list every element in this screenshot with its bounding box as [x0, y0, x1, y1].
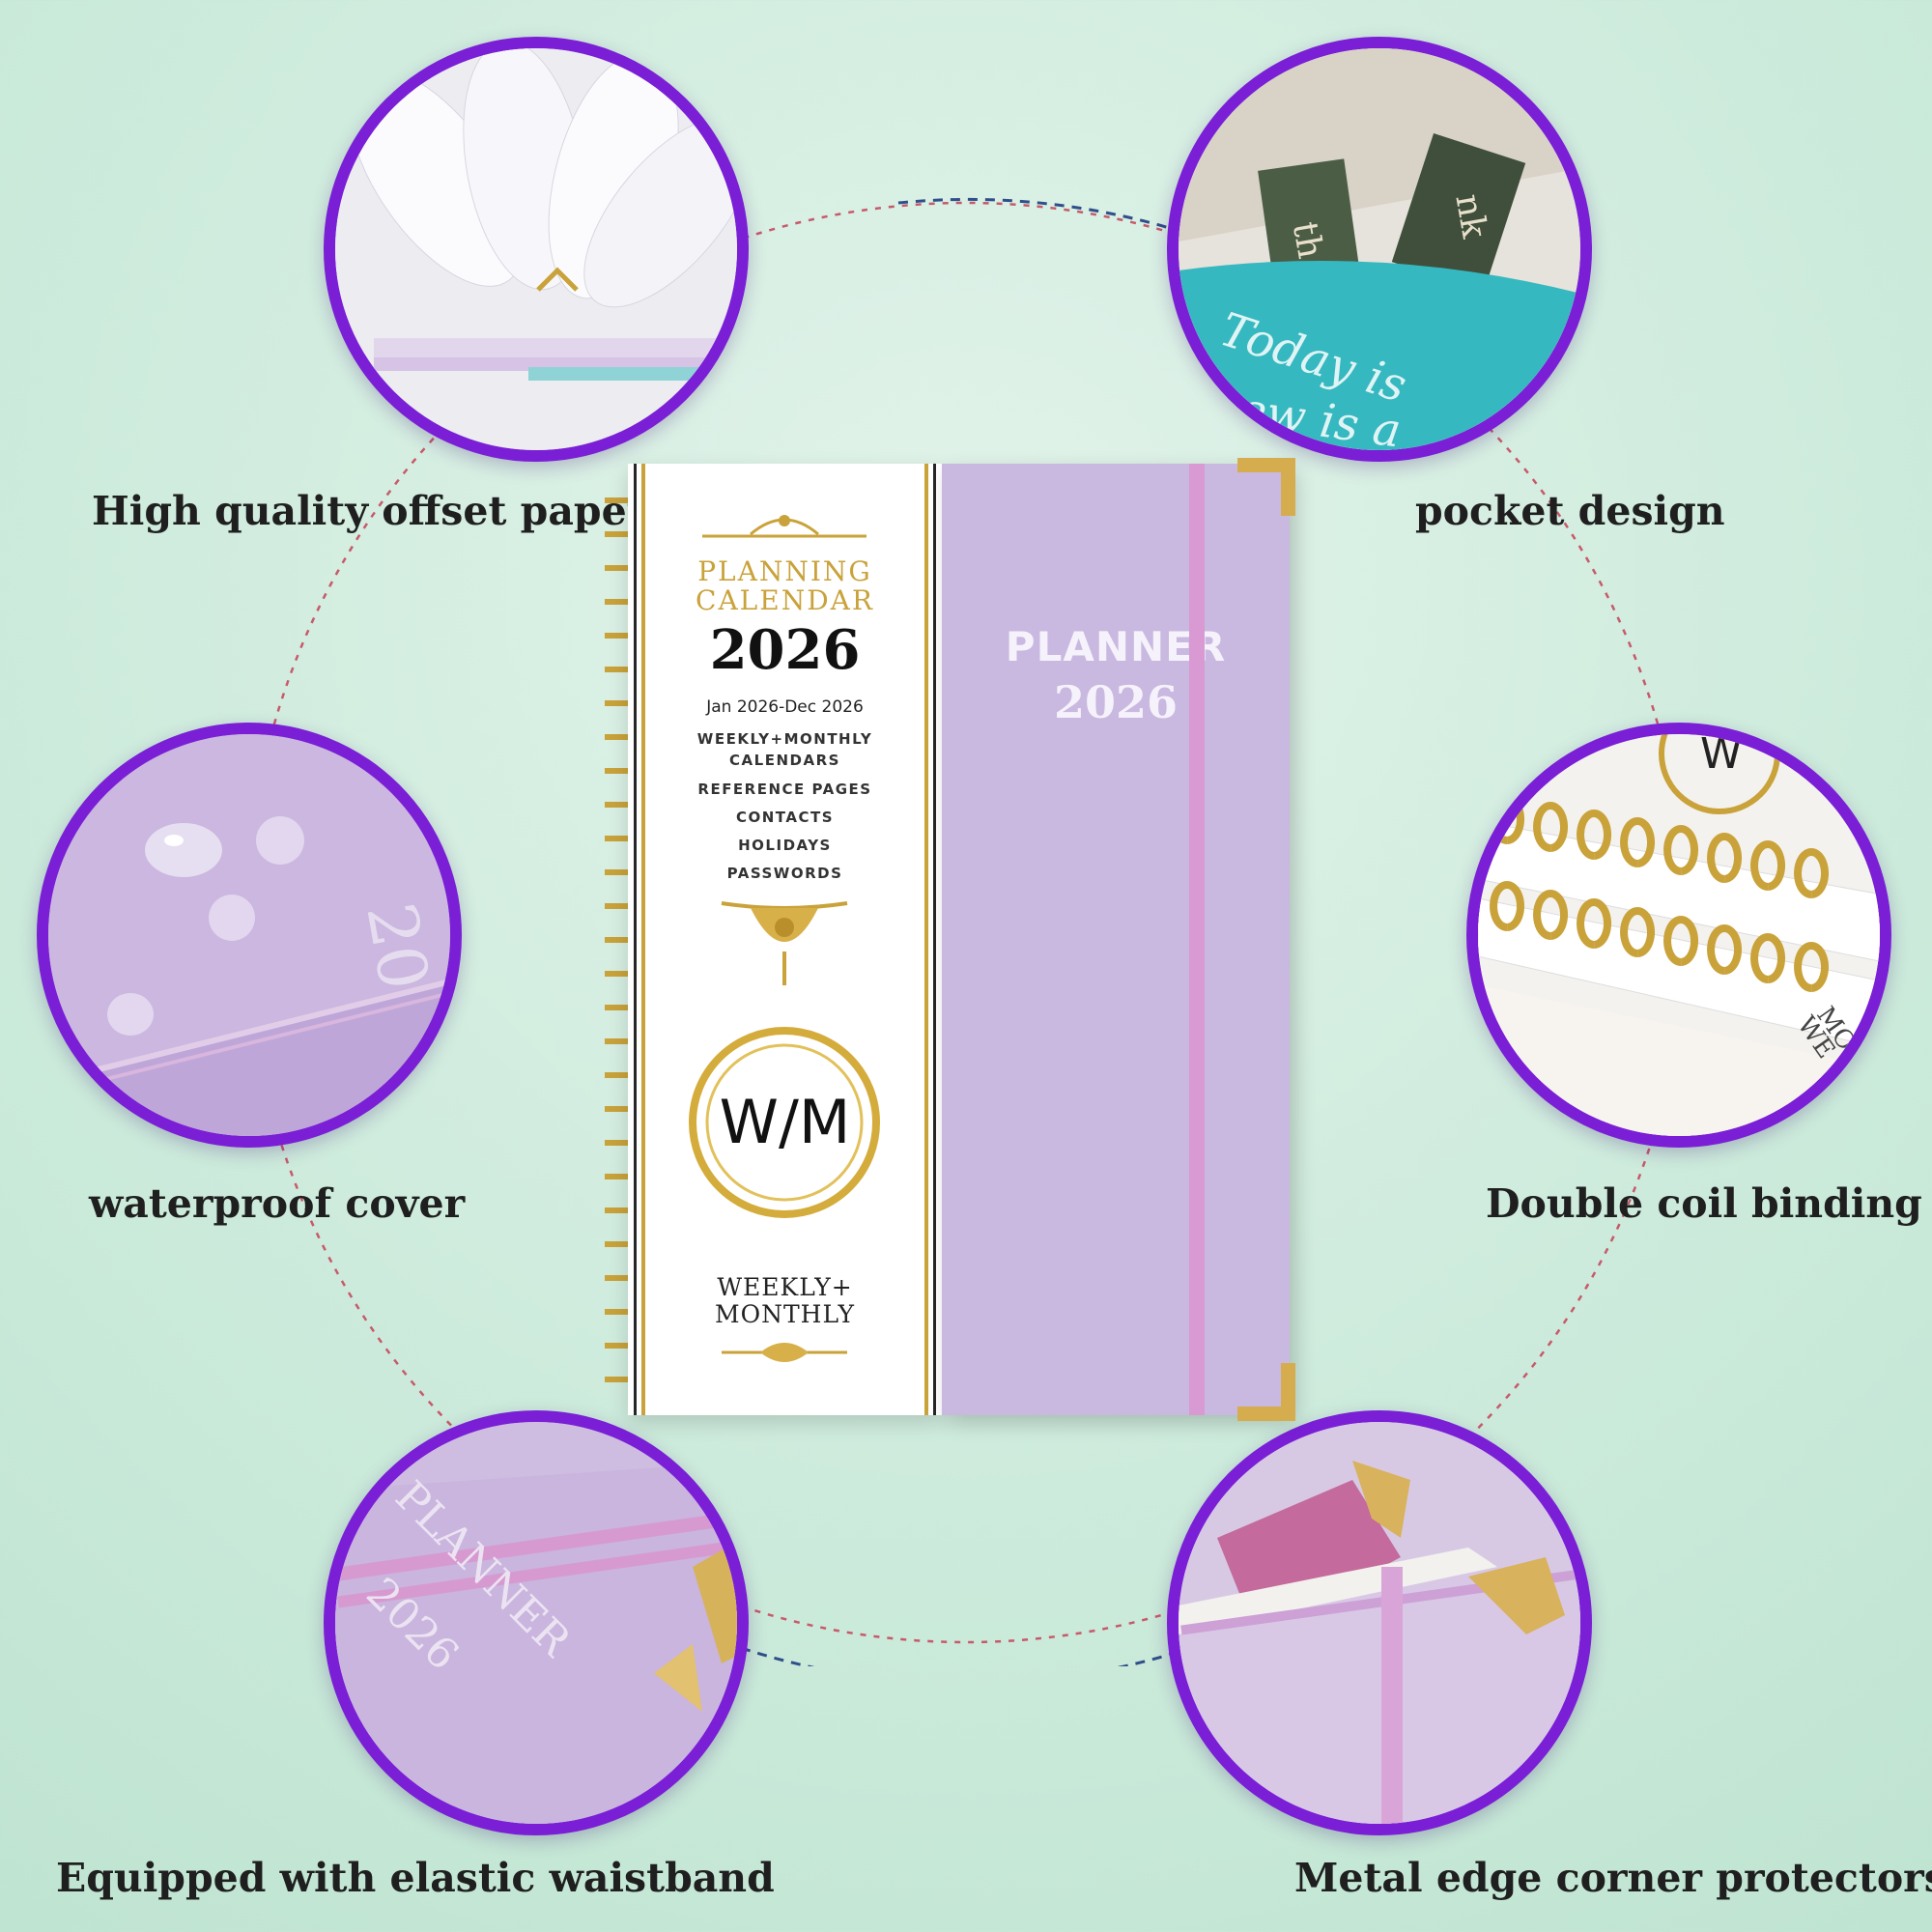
pocket-card-text-1: th: [1285, 219, 1330, 262]
bottom-ornament-icon: [722, 1343, 847, 1362]
coil-photo-badge-letter: W: [1700, 734, 1743, 779]
wm-badge-ring-icon: [689, 1027, 880, 1218]
cover-item-5: PASSWORDS: [726, 865, 843, 882]
waterproof-foil-year: 20: [351, 897, 443, 996]
front-cover-year: 2026: [1053, 676, 1179, 728]
offset-paper-photo: [324, 37, 749, 462]
cover-year: 2026: [709, 618, 861, 682]
cover-front-panel: PLANNER 2026: [942, 458, 1295, 1421]
corner-protector-photo: [1167, 1410, 1592, 1835]
cover-item-1: CALENDARS: [729, 752, 840, 769]
cover-bottom-line2: MONTHLY: [715, 1300, 855, 1328]
wm-badge-text: W/M: [719, 1087, 851, 1157]
cover-left-panel: PLANNING CALENDAR 2026 Jan 2026-Dec 2026…: [628, 464, 942, 1415]
middle-ornament-icon: [721, 901, 848, 985]
caption-corner-protectors: Metal edge corner protectors: [1294, 1855, 1932, 1901]
waterproof-cover-photo: 20: [37, 723, 462, 1148]
front-cover-title: PLANNER: [1005, 623, 1227, 670]
elastic-band: [1189, 464, 1205, 1415]
pocket-design-photo: th nk Today is new is a: [1167, 37, 1592, 462]
caption-offset-paper: High quality offset paper: [92, 488, 648, 534]
caption-pocket-design: pocket design: [1415, 488, 1725, 534]
top-ornament-icon: [702, 515, 867, 538]
cover-bottom-line1: WEEKLY+: [717, 1273, 853, 1301]
cover-date-range: Jan 2026-Dec 2026: [706, 697, 864, 717]
top-corner-protector-icon: [1237, 458, 1295, 516]
pocket-card-text-2: nk: [1447, 191, 1493, 242]
cover-item-0: WEEKLY+MONTHLY: [696, 730, 873, 748]
caption-elastic-waistband: Equipped with elastic waistband: [56, 1855, 775, 1901]
elastic-waistband-photo: PLANNER 2026: [324, 1410, 749, 1835]
bottom-corner-protector-icon: [1237, 1363, 1295, 1421]
cover-title-line1: PLANNING: [697, 555, 872, 587]
cover-item-3: CONTACTS: [735, 809, 835, 826]
planner-product: PLANNING CALENDAR 2026 Jan 2026-Dec 2026…: [580, 458, 1295, 1430]
cover-item-4: HOLIDAYS: [738, 837, 832, 854]
double-coil-photo: W WE MO: [1466, 723, 1891, 1148]
cover-title-line2: CALENDAR: [696, 584, 874, 616]
caption-double-coil: Double coil binding: [1486, 1180, 1922, 1227]
caption-waterproof-cover: waterproof cover: [89, 1180, 466, 1227]
cover-item-2: REFERENCE PAGES: [697, 781, 872, 798]
